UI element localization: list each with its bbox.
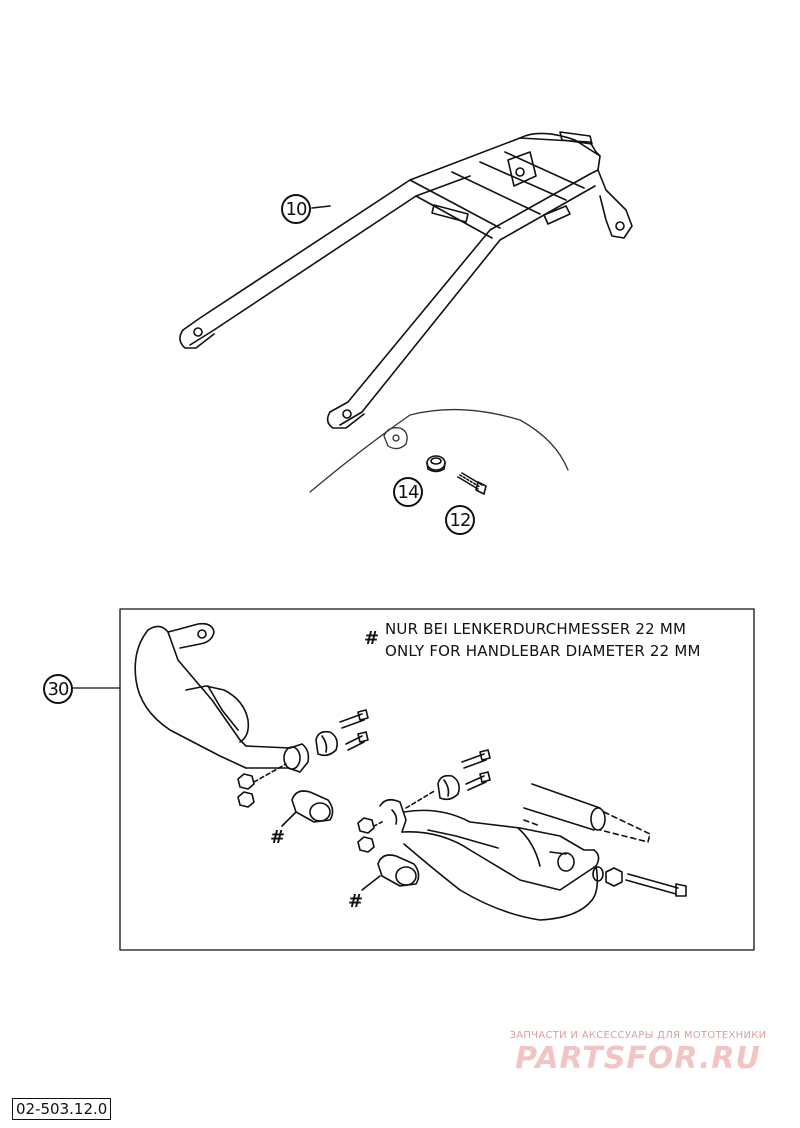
- part-label-30: 30: [43, 674, 73, 704]
- left-handguard: [134, 622, 310, 773]
- right-clamp: [405, 749, 491, 809]
- frame-outline: [309, 408, 569, 493]
- handguard-kit-frame: [119, 608, 755, 951]
- leader-line-10: [311, 205, 331, 209]
- part-label-12: 12: [445, 505, 475, 535]
- right-spacer-marker: #: [348, 891, 364, 912]
- watermark-tagline: ЗАПЧАСТИ И АКСЕССУАРЫ ДЛЯ МОТОТЕХНИКИ: [509, 1030, 767, 1041]
- luggage-rack: [179, 131, 633, 429]
- left-spacer-marker: #: [270, 827, 286, 848]
- note-english: ONLY FOR HANDLEBAR DIAMETER 22 MM: [385, 642, 701, 660]
- right-spacer: [361, 854, 420, 891]
- left-nuts: [237, 763, 287, 808]
- watermark-logo: PARTSFOR.RU: [515, 1041, 761, 1076]
- bushing-part: [426, 455, 446, 473]
- left-spacer: [281, 790, 334, 827]
- part-label-14: 14: [393, 477, 423, 507]
- diagram-code: 02-503.12.0: [12, 1098, 112, 1120]
- handlebar-tube: [523, 783, 651, 843]
- left-clamp: [315, 709, 369, 757]
- watermark: ЗАПЧАСТИ И АКСЕССУАРЫ ДЛЯ МОТОТЕХНИКИ PA…: [488, 1030, 788, 1076]
- right-handguard: [379, 798, 600, 921]
- part-label-10: 10: [281, 194, 311, 224]
- bolt-part: [457, 472, 487, 495]
- right-nuts: [357, 817, 383, 853]
- note-german: NUR BEI LENKERDURCHMESSER 22 MM: [385, 620, 687, 638]
- bar-end-bolt: [592, 866, 687, 897]
- note-marker: #: [364, 628, 380, 649]
